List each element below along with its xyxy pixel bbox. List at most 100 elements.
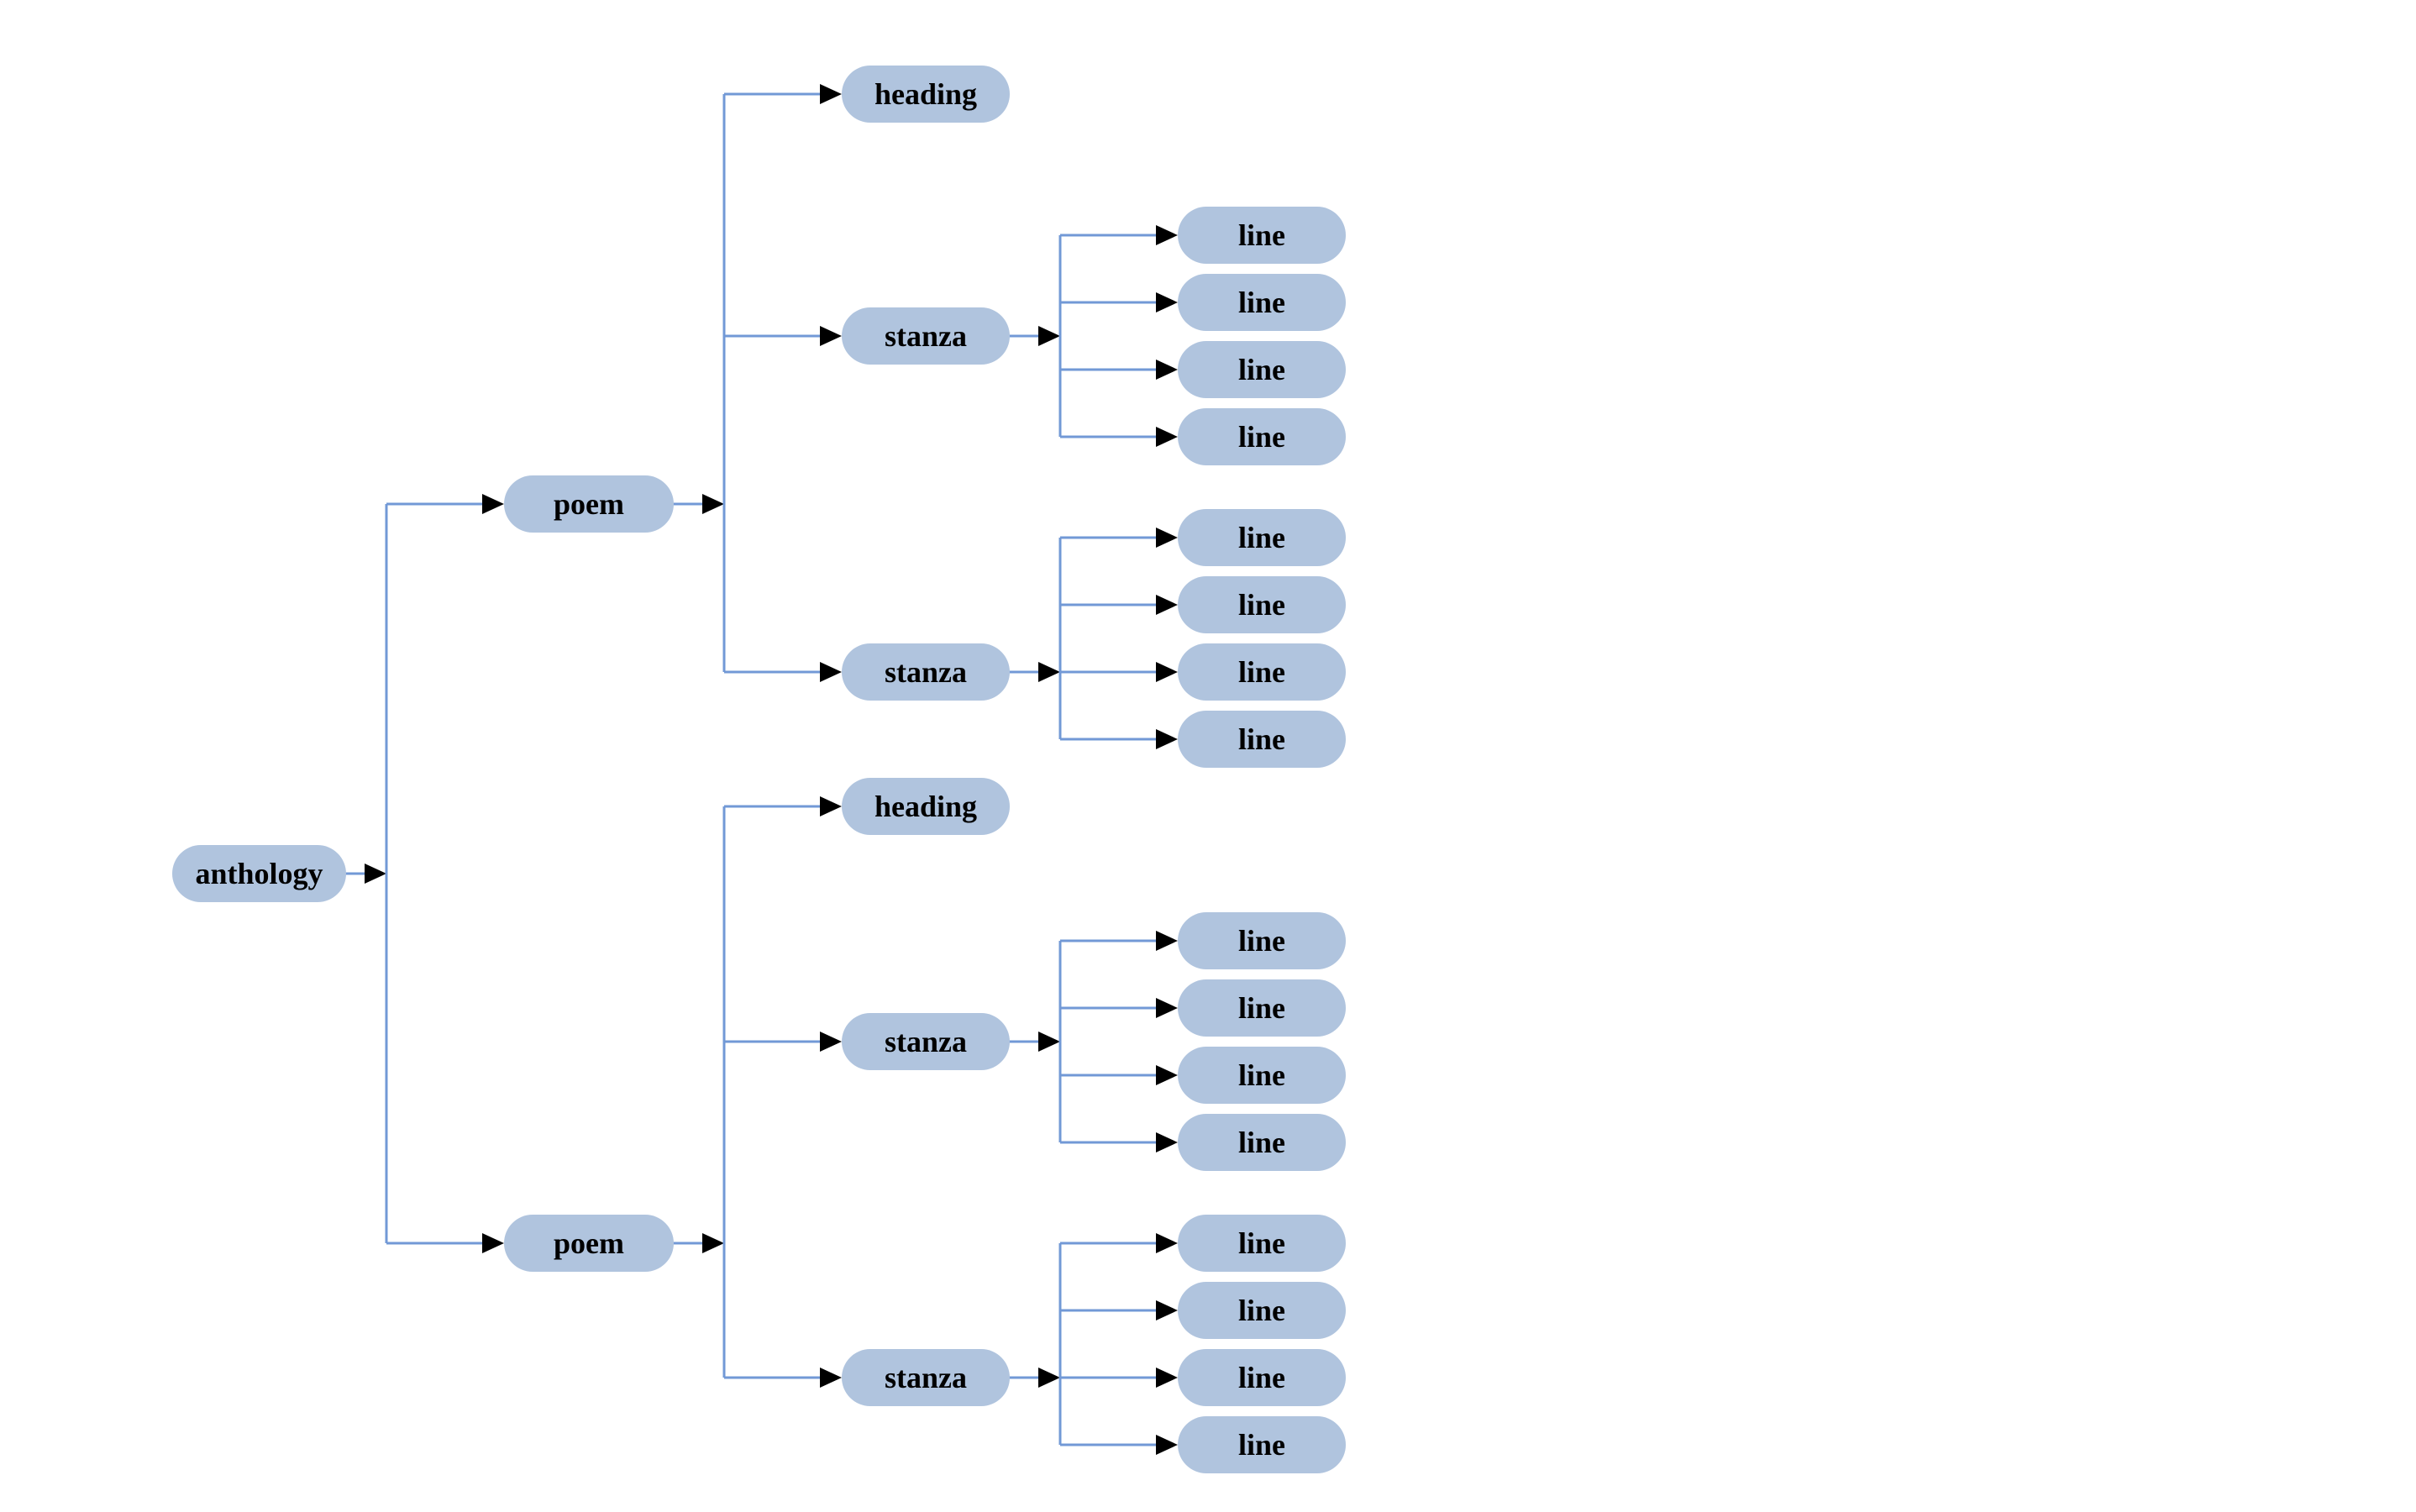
node-pill-line [1178,341,1346,398]
arrowhead-icon [1156,595,1178,615]
node-line: line [1178,274,1346,331]
node-label-line: line [1238,991,1285,1025]
arrowhead-icon [1156,931,1178,951]
node-label-line: line [1238,1226,1285,1260]
node-label-line: line [1238,1294,1285,1327]
node-label-heading: heading [874,790,977,823]
node-label-line: line [1238,924,1285,958]
node-pill-line [1178,979,1346,1037]
node-line: line [1178,1416,1346,1473]
arrowhead-icon [702,494,724,514]
node-pill-line [1178,1282,1346,1339]
node-pill-line [1178,1349,1346,1406]
node-line: line [1178,1215,1346,1272]
node-label-line: line [1238,521,1285,554]
node-pill-poem [504,475,674,533]
node-pill-stanza [842,307,1010,365]
node-stanza: stanza [842,1013,1010,1070]
node-label-line: line [1238,655,1285,689]
node-pill-line [1178,643,1346,701]
arrowhead-icon [482,1233,504,1253]
node-line: line [1178,643,1346,701]
connector-edges [344,84,1178,1455]
arrowhead-icon [482,494,504,514]
node-pill-line [1178,408,1346,465]
node-pill-line [1178,274,1346,331]
node-label-line: line [1238,218,1285,252]
node-label-poem: poem [554,1226,624,1260]
arrowhead-icon [365,864,386,884]
node-line: line [1178,1349,1346,1406]
node-poem: poem [504,1215,674,1272]
node-line: line [1178,509,1346,566]
node-line: line [1178,207,1346,264]
node-label-anthology: anthology [195,857,323,890]
node-label-poem: poem [554,487,624,521]
node-line: line [1178,1047,1346,1104]
node-line: line [1178,912,1346,969]
arrowhead-icon [1156,1132,1178,1152]
node-heading: heading [842,778,1010,835]
arrowhead-icon [1156,292,1178,312]
arrowhead-icon [1156,1435,1178,1455]
node-pill-line [1178,912,1346,969]
node-pill-line [1178,711,1346,768]
arrowhead-icon [1156,1300,1178,1320]
node-label-line: line [1238,420,1285,454]
arrowhead-icon [1156,360,1178,380]
node-stanza: stanza [842,307,1010,365]
node-label-stanza: stanza [885,1361,967,1394]
node-pill-stanza [842,1349,1010,1406]
node-line: line [1178,341,1346,398]
arrowhead-icon [820,84,842,104]
node-label-line: line [1238,1361,1285,1394]
node-label-line: line [1238,1126,1285,1159]
node-poem: poem [504,475,674,533]
node-pill-stanza [842,1013,1010,1070]
node-line: line [1178,408,1346,465]
node-pill-anthology [172,845,346,902]
node-stanza: stanza [842,1349,1010,1406]
node-line: line [1178,576,1346,633]
arrowhead-icon [1156,729,1178,749]
node-pill-line [1178,1215,1346,1272]
node-line: line [1178,979,1346,1037]
node-label-stanza: stanza [885,319,967,353]
node-label-stanza: stanza [885,655,967,689]
node-pill-line [1178,576,1346,633]
node-pill-poem [504,1215,674,1272]
node-pill-line [1178,207,1346,264]
arrowhead-icon [1156,427,1178,447]
node-label-line: line [1238,286,1285,319]
node-pill-heading [842,778,1010,835]
node-label-line: line [1238,588,1285,622]
arrowhead-icon [1156,1368,1178,1388]
arrowhead-icon [1156,528,1178,548]
node-pill-line [1178,1416,1346,1473]
node-heading: heading [842,66,1010,123]
node-label-heading: heading [874,77,977,111]
node-pill-heading [842,66,1010,123]
arrowhead-icon [1156,225,1178,245]
arrowhead-icon [1038,662,1060,682]
arrowhead-icon [820,1368,842,1388]
arrowhead-icon [702,1233,724,1253]
arrowhead-icon [820,326,842,346]
arrowhead-icon [1156,662,1178,682]
node-label-stanza: stanza [885,1025,967,1058]
arrowhead-icon [820,796,842,816]
arrowhead-icon [1038,326,1060,346]
node-line: line [1178,1282,1346,1339]
node-anthology: anthology [172,845,346,902]
node-pill-line [1178,509,1346,566]
arrowhead-icon [1156,1233,1178,1253]
arrowhead-icon [1156,998,1178,1018]
tree-nodes: anthology poem poem heading stanza stanza head… [172,66,1346,1473]
node-label-line: line [1238,1058,1285,1092]
node-label-line: line [1238,1428,1285,1462]
node-line: line [1178,1114,1346,1171]
node-label-line: line [1238,722,1285,756]
node-line: line [1178,711,1346,768]
